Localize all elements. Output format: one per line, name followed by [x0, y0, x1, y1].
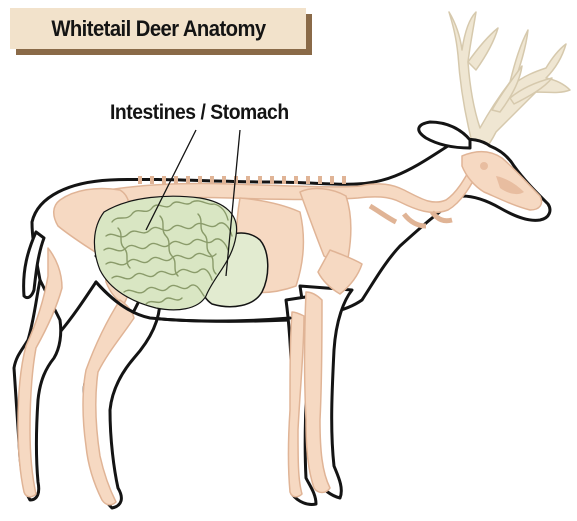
skeleton [18, 152, 542, 505]
antlers [449, 12, 570, 150]
